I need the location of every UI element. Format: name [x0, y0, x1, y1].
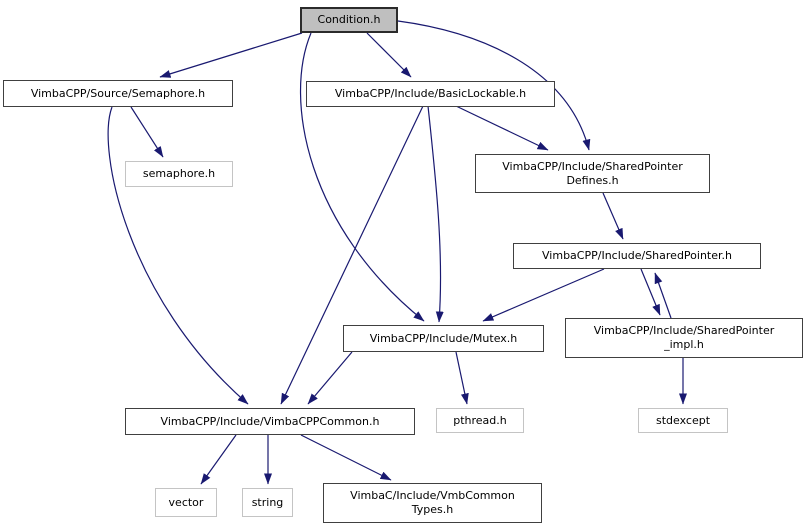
- edge-shared-pointer-to-sp-impl: [640, 268, 661, 316]
- node-vimbac-include-vmbcommontypes-h[interactable]: VimbaC/Include/VmbCommon Types.h: [323, 483, 542, 523]
- node-vimbacpp-include-sharedpointerdefines-h[interactable]: VimbaCPP/Include/SharedPointer Defines.h: [475, 154, 710, 193]
- node-sharedpointer-h-label: VimbaCPP/Include/SharedPointer.h: [542, 249, 732, 262]
- edge-mutex-to-vimbacpp-common: [307, 351, 353, 405]
- edge-semaphore-src-to-semaphore-ext: [130, 106, 164, 158]
- edge-sp-impl-to-shared-pointer: [654, 272, 672, 319]
- node-semaphore-h-label: semaphore.h: [142, 167, 216, 180]
- node-vimbacpp-include-sharedpointer-impl-h[interactable]: VimbaCPP/Include/SharedPointer _impl.h: [565, 318, 803, 358]
- edge-vimbacpp-common-to-vector: [200, 434, 237, 485]
- edge-basic-lockable-to-mutex: [427, 105, 444, 323]
- node-string-label: string: [251, 495, 284, 509]
- node-sharedpointerdefines-label-line1: VimbaCPP/Include/SharedPointer: [502, 159, 683, 173]
- node-sharedpointer-impl-label-line1: VimbaCPP/Include/SharedPointer: [593, 324, 775, 337]
- node-vimbacppcommon-h-label: VimbaCPP/Include/VimbaCPPCommon.h: [160, 414, 380, 428]
- edge-condition-to-basic-lockable: [366, 32, 412, 78]
- node-vimbacpp-source-semaphore-h-label: VimbaCPP/Source/Semaphore.h: [30, 86, 206, 100]
- node-vimbacpp-include-mutex-h[interactable]: VimbaCPP/Include/Mutex.h: [343, 325, 544, 352]
- edge-condition-to-semaphore-src: [159, 32, 303, 78]
- edge-semaphore-src-to-vimbacpp-common: [107, 106, 249, 405]
- edge-basic-lockable-to-sp-defines: [455, 105, 549, 151]
- node-stdexcept: stdexcept: [638, 408, 728, 433]
- edge-shared-pointer-to-mutex: [482, 268, 605, 322]
- edge-mutex-to-pthread: [455, 351, 469, 405]
- node-vimbacpp-include-vimbacppcommon-h[interactable]: VimbaCPP/Include/VimbaCPPCommon.h: [125, 408, 415, 435]
- node-sharedpointerdefines-label-line2: Defines.h: [566, 173, 619, 187]
- node-vimbacpp-source-semaphore-h[interactable]: VimbaCPP/Source/Semaphore.h: [3, 80, 233, 107]
- node-vmbcommontypes-label-line1: VimbaC/Include/VmbCommon: [350, 489, 515, 502]
- node-mutex-h-label: VimbaCPP/Include/Mutex.h: [369, 331, 518, 345]
- node-semaphore-h: semaphore.h: [125, 161, 233, 187]
- node-vimbacpp-include-sharedpointer-h[interactable]: VimbaCPP/Include/SharedPointer.h: [513, 243, 761, 269]
- node-sharedpointer-impl-label-line2: _impl.h: [664, 338, 704, 351]
- node-vimbacpp-include-basiclockable-h[interactable]: VimbaCPP/Include/BasicLockable.h: [306, 81, 555, 107]
- node-vmbcommontypes-label-line2: Types.h: [411, 503, 454, 516]
- node-vector-label: vector: [168, 495, 204, 509]
- node-condition-h: Condition.h: [300, 7, 398, 33]
- node-vimbacpp-include-basiclockable-h-label: VimbaCPP/Include/BasicLockable.h: [334, 87, 527, 100]
- node-condition-h-label: Condition.h: [317, 13, 381, 26]
- edge-condition-to-mutex: [299, 32, 425, 322]
- node-pthread-h: pthread.h: [436, 408, 524, 433]
- node-vector: vector: [155, 488, 217, 517]
- node-pthread-h-label: pthread.h: [453, 413, 507, 427]
- edge-vimbacpp-common-to-vmb-common-types: [300, 434, 392, 481]
- node-stdexcept-label: stdexcept: [655, 413, 711, 427]
- edge-basic-lockable-to-vimbacpp-common: [280, 105, 424, 405]
- edge-condition-to-sp-defines: [397, 20, 591, 151]
- edge-sp-defines-to-shared-pointer: [602, 192, 624, 240]
- node-string: string: [242, 488, 293, 517]
